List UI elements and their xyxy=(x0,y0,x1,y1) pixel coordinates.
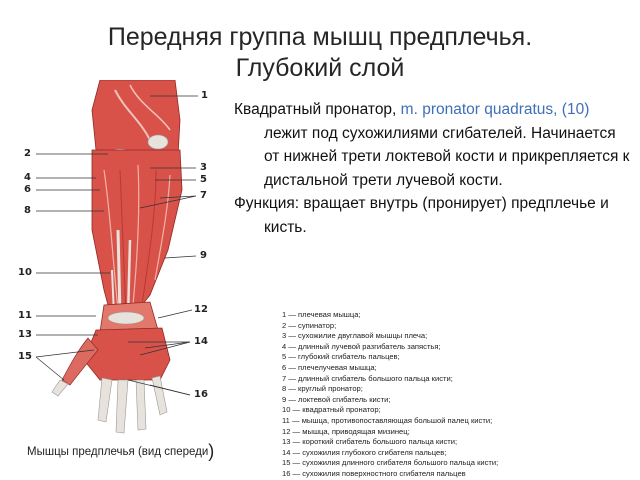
label-2: 2 xyxy=(24,148,31,159)
label-4: 4 xyxy=(24,172,31,183)
slide-title: Передняя группа мышц предплечья. Глубоки… xyxy=(0,22,640,84)
legend-item: 13 — короткий сгибатель большого пальца … xyxy=(282,437,458,447)
legend-item: 5 — глубокий сгибатель пальцев; xyxy=(282,352,400,362)
label-13: 13 xyxy=(18,329,32,340)
label-5: 5 xyxy=(200,174,207,185)
label-16: 16 xyxy=(194,389,208,400)
label-8: 8 xyxy=(24,205,31,216)
legend-item: 9 — локтевой сгибатель кисти; xyxy=(282,394,391,404)
title-line-1: Передняя группа мышц предплечья. xyxy=(107,23,533,51)
legend-item: 11 — мышца, противопоставляющая большой … xyxy=(282,415,493,425)
description-block: Квадратный пронатор, m. pronator quadrat… xyxy=(234,98,634,239)
label-14: 14 xyxy=(194,336,208,347)
description-paragraph-2: Функция: вращает внутрь (пронирует) пред… xyxy=(234,195,609,236)
legend-item: 6 — плечелучевая мышца; xyxy=(282,362,377,372)
label-10: 10 xyxy=(18,267,32,278)
label-9: 9 xyxy=(200,250,207,261)
label-11: 11 xyxy=(18,310,32,321)
muscle-name: Квадратный пронатор, xyxy=(234,101,401,118)
label-7: 7 xyxy=(200,190,207,201)
legend-item: 10 — квадратный пронатор; xyxy=(282,405,381,415)
legend-item: 14 — сухожилия глубокого сгибателя пальц… xyxy=(282,447,447,457)
description-paragraph-1: Квадратный пронатор, m. pronator quadrat… xyxy=(234,98,634,192)
forearm-illustration: 1 2 3 4 5 6 7 8 9 10 12 11 13 14 15 16 xyxy=(0,79,230,440)
latin-name: m. pronator quadratus, xyxy=(400,101,558,118)
forearm-muscles-drawing xyxy=(35,79,198,434)
title-line-2: Глубокий слой xyxy=(235,54,405,82)
caption-close-paren: ) xyxy=(208,441,215,461)
figure-ref-number: (10) xyxy=(561,101,590,118)
legend-item: 8 — круглый пронатор; xyxy=(282,384,363,394)
caption-text: Мышцы предплечья (вид спереди xyxy=(27,446,209,458)
label-6: 6 xyxy=(24,184,31,195)
label-15: 15 xyxy=(18,351,32,362)
label-12: 12 xyxy=(194,304,208,315)
legend-item: 7 — длинный сгибатель большого пальца ки… xyxy=(282,373,453,383)
legend-item: 16 — сухожилия поверхностного сгибателя … xyxy=(282,468,466,478)
label-3: 3 xyxy=(200,162,207,173)
legend-item: 1 — плечевая мышца; xyxy=(282,310,361,319)
figure-caption: Мышцы предплечья (вид спереди) xyxy=(27,441,214,462)
description-text: лежит под сухожилиями сгибателей. Начина… xyxy=(264,124,630,189)
label-1: 1 xyxy=(201,90,208,101)
legend-item: 2 — супинатор; xyxy=(282,320,337,330)
legend-item: 15 — сухожилия длинного сгибателя большо… xyxy=(282,458,499,468)
legend-item: 12 — мышца, приводящая мизинец; xyxy=(282,426,410,436)
legend-item: 4 — длинный лучевой разгибатель запястья… xyxy=(282,341,441,351)
legend-list: 1 — плечевая мышца; 2 — супинатор; 3 — с… xyxy=(282,310,632,480)
legend-item: 3 — сухожилие двуглавой мышцы плеча; xyxy=(282,331,428,341)
